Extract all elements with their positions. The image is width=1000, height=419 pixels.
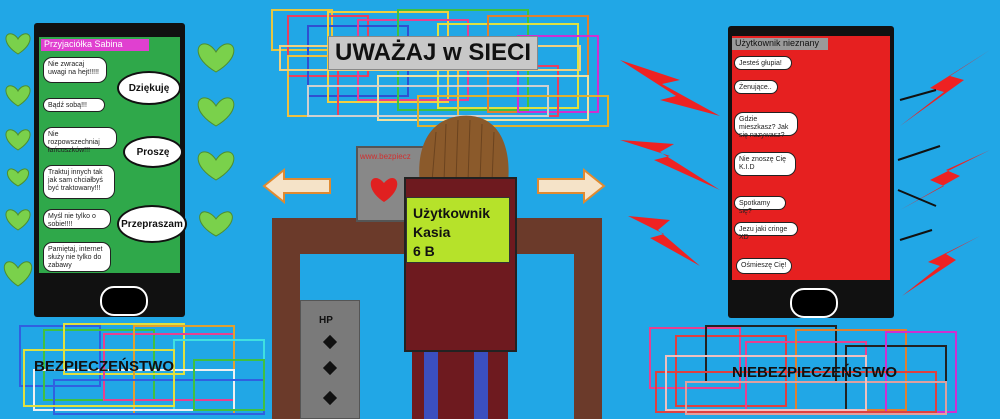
heart-icon	[5, 33, 31, 55]
drive-icon	[322, 360, 338, 376]
heart-icon	[197, 97, 235, 127]
chat-message: Ośmieszę Cię!	[736, 258, 792, 274]
chat-message: Nie zwracaj uwagi na hejt!!!!!	[43, 57, 107, 83]
phone-friend-screen: Przyjaciółka Sabina Nie zwracaj uwagi na…	[39, 37, 187, 273]
chat-message: Bądź sobą!!!	[43, 98, 105, 112]
heart-icon	[5, 85, 31, 107]
chat-message: Nie znoszę Cię K.I.D	[734, 152, 796, 176]
lightning-icon	[902, 236, 980, 296]
chat-message: Traktuj innych tak jak sam chciałbyś być…	[43, 165, 115, 199]
arrow-left-icon	[262, 168, 331, 204]
user-leg-left	[424, 352, 438, 419]
home-button[interactable]	[790, 288, 838, 318]
computer-tower: HP	[300, 300, 360, 419]
hearts-middle	[197, 43, 235, 237]
user-card-class: 6 B	[413, 243, 435, 259]
user-legs	[412, 352, 508, 419]
danger-decoration	[649, 325, 957, 415]
drive-icon	[322, 334, 338, 350]
heart-icon	[3, 261, 33, 287]
heart-icon	[7, 168, 29, 187]
chat-message: Gdzie mieszkasz? Jak się nazywasz?	[734, 112, 798, 139]
user-card-name: Kasia	[413, 224, 451, 240]
lightning-icon	[620, 140, 720, 190]
heart-icon	[199, 211, 233, 237]
chat-message: Myśl nie tylko o sobie!!!!	[43, 209, 111, 229]
lightning-group	[620, 50, 990, 296]
chat-message: Nie rozpowszechniaj łańcuszków!!!	[43, 127, 117, 154]
user-leg-right	[474, 352, 488, 419]
chat-message: Jesteś głupia!	[734, 56, 792, 70]
reply-bubble: Przepraszam	[117, 205, 187, 243]
chat-header: Użytkownik nieznany	[732, 38, 828, 50]
drive-icon	[322, 390, 338, 406]
phone-friend: Przyjaciółka Sabina Nie zwracaj uwagi na…	[34, 23, 187, 317]
heart-icon	[5, 209, 31, 231]
safety-label: BEZPIECZEŃSTWO	[34, 358, 175, 375]
safety-decoration	[19, 323, 265, 415]
chat-header: Przyjaciółka Sabina	[41, 39, 149, 51]
user-hair	[419, 115, 509, 184]
user-card: Użytkownik Kasia 6 B	[406, 197, 510, 263]
desk-leg-right	[574, 254, 602, 419]
page-title: UWAŻAJ w SIECI	[328, 36, 539, 70]
chat-message: Spotkamy się?	[734, 196, 786, 215]
desk-leg-left	[272, 254, 300, 419]
chat-message: Jezu jaki cringe XD	[734, 222, 798, 241]
reply-bubble: Proszę	[123, 136, 183, 168]
monitor-url: www.bezpiecz	[360, 152, 411, 161]
lightning-icon	[620, 60, 720, 116]
hearts-left	[3, 33, 33, 287]
computer-label: HP	[319, 315, 333, 326]
home-button[interactable]	[100, 286, 148, 316]
phone-stranger: Użytkownik nieznany Jesteś głupia! Żenuj…	[728, 26, 894, 318]
lightning-icon	[900, 50, 990, 126]
reply-bubble: Dziękuję	[117, 71, 181, 105]
lightning-icon	[900, 150, 990, 210]
chat-message: Żenujące..	[734, 80, 778, 94]
lightning-icon	[628, 216, 700, 266]
chat-message: Pamiętaj, internet służy nie tylko do za…	[43, 242, 111, 272]
arrow-right-icon	[537, 168, 606, 204]
heart-icon	[5, 129, 31, 151]
heart-icon	[370, 178, 398, 202]
danger-label: NIEBEZPIECZEŃSTWO	[732, 364, 898, 381]
phone-stranger-screen: Użytkownik nieznany Jesteś głupia! Żenuj…	[732, 36, 890, 280]
heart-icon	[197, 43, 235, 73]
heart-icon	[197, 151, 235, 181]
user-card-title: Użytkownik	[413, 205, 491, 221]
